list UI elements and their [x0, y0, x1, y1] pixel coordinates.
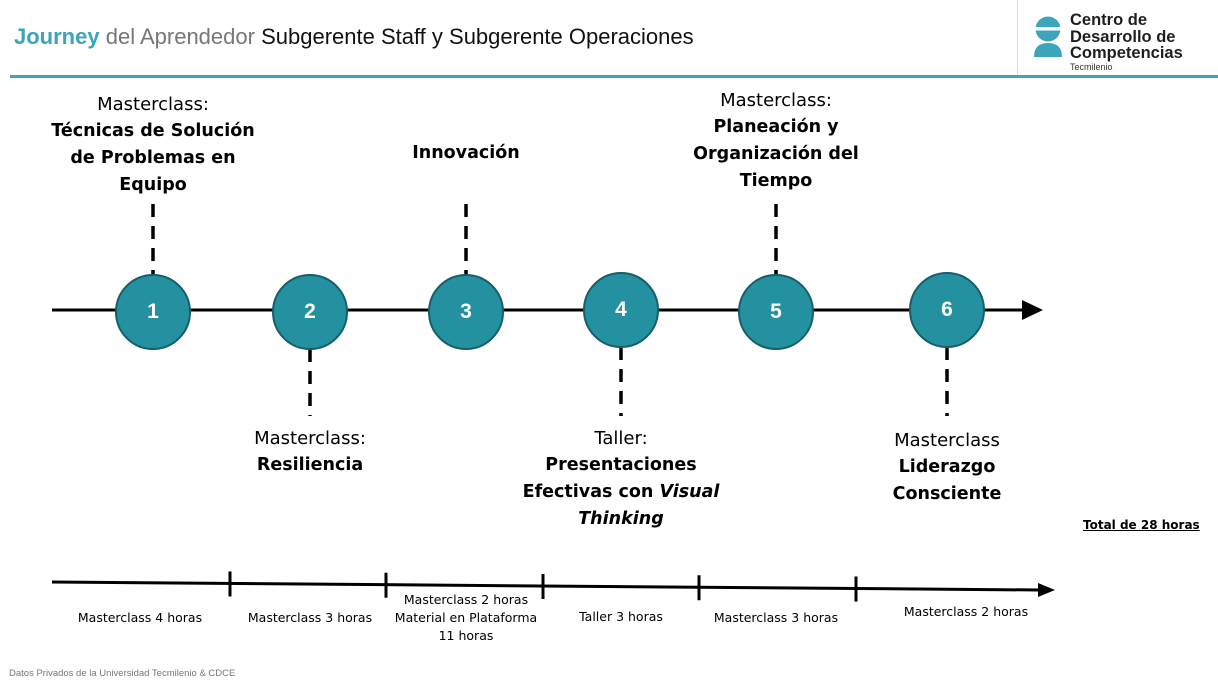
duration-line: Material en Plataforma [394, 610, 538, 625]
logo-line-2: Desarrollo de [1070, 27, 1176, 46]
footer-disclaimer: Datos Privados de la Universidad Tecmile… [9, 668, 236, 679]
main-axis-arrow [1022, 300, 1043, 320]
step-name-line: Planeación y [713, 117, 839, 137]
duration-axis-line [51, 580, 1041, 592]
logo-text: Centro de Desarrollo de Competencias [1070, 12, 1183, 62]
step-node-5 [738, 274, 814, 350]
step-kind-4: Taller: [594, 428, 648, 449]
step-name-line: Consciente [892, 484, 1002, 504]
step-name-line: Thinking [501, 506, 741, 533]
duration-line: Masterclass 4 horas [77, 610, 203, 625]
title-rest: Subgerente Staff y Subgerente Operacione… [261, 24, 694, 49]
duration-label-4: Taller 3 horas [541, 608, 701, 626]
step-name-line: Tiempo [739, 171, 813, 191]
step-number-5: 5 [770, 300, 782, 323]
duration-line: 11 horas [438, 628, 494, 643]
step-name-italic: Visual [659, 482, 720, 502]
step-name-line: Presentaciones [545, 455, 697, 475]
duration-line: Masterclass 3 horas [713, 610, 839, 625]
step-label-1: Masterclass: Técnicas de Solución de Probl… [33, 91, 273, 199]
step-number-6: 6 [941, 298, 953, 321]
step-node-2 [272, 274, 348, 350]
step-label-3: Innovación [366, 140, 566, 167]
step-number-2: 2 [304, 300, 316, 323]
duration-line: Masterclass 2 horas [403, 592, 529, 607]
logo-line-3: Competencias [1070, 44, 1183, 62]
title-mid: del Aprendedor [105, 24, 255, 49]
duration-label-2: Masterclass 3 horas [230, 609, 390, 627]
step-node-3 [428, 274, 504, 350]
step-name-italic: Thinking [578, 509, 664, 529]
person-circle-logo-icon [1034, 16, 1062, 57]
step-number-4: 4 [615, 298, 627, 321]
step-number-3: 3 [460, 300, 472, 323]
step-name-line: Equipo [119, 175, 187, 195]
logo-subtitle: Tecmilenio [1070, 62, 1113, 72]
step-kind-5: Masterclass: [720, 90, 832, 111]
step-name-plain: Efectivas con [522, 482, 660, 502]
step-name-line: Técnicas de Solución [51, 121, 255, 141]
step-node-4 [583, 272, 659, 348]
step-name-line: Liderazgo [898, 457, 996, 477]
duration-label-6: Masterclass 2 horas [886, 603, 1046, 621]
step-kind-1: Masterclass: [97, 94, 209, 115]
logo-line-1: Centro de [1070, 11, 1148, 29]
step-kind-2: Masterclass: [254, 428, 366, 449]
step-name-line: Innovación [412, 143, 520, 163]
step-name-line: de Problemas en [70, 148, 236, 168]
step-name-line: Efectivas con Visual [501, 479, 741, 506]
duration-line: Taller 3 horas [579, 609, 663, 624]
step-kind-6: Masterclass [894, 430, 1000, 451]
logo-divider [1017, 0, 1018, 75]
step-name-line: Organización del [693, 144, 859, 164]
duration-line: Masterclass 3 horas [247, 610, 373, 625]
step-label-5: Masterclass: Planeación y Organización del… [656, 87, 896, 195]
duration-label-1: Masterclass 4 horas [60, 609, 220, 627]
total-hours: Total de 28 horas [1083, 518, 1200, 532]
step-name-line: Resiliencia [256, 455, 364, 475]
duration-label-5: Masterclass 3 horas [696, 609, 856, 627]
step-label-2: Masterclass: Resiliencia [210, 425, 410, 479]
step-node-6 [909, 272, 985, 348]
title-highlight: Journey [14, 24, 100, 49]
header-rule [10, 75, 1218, 78]
duration-axis-arrow [1038, 583, 1055, 597]
step-number-1: 1 [147, 300, 159, 323]
duration-line: Masterclass 2 horas [903, 604, 1029, 619]
step-node-1 [115, 274, 191, 350]
page-title: Journey del Aprendedor Subgerente Staff … [14, 22, 694, 52]
